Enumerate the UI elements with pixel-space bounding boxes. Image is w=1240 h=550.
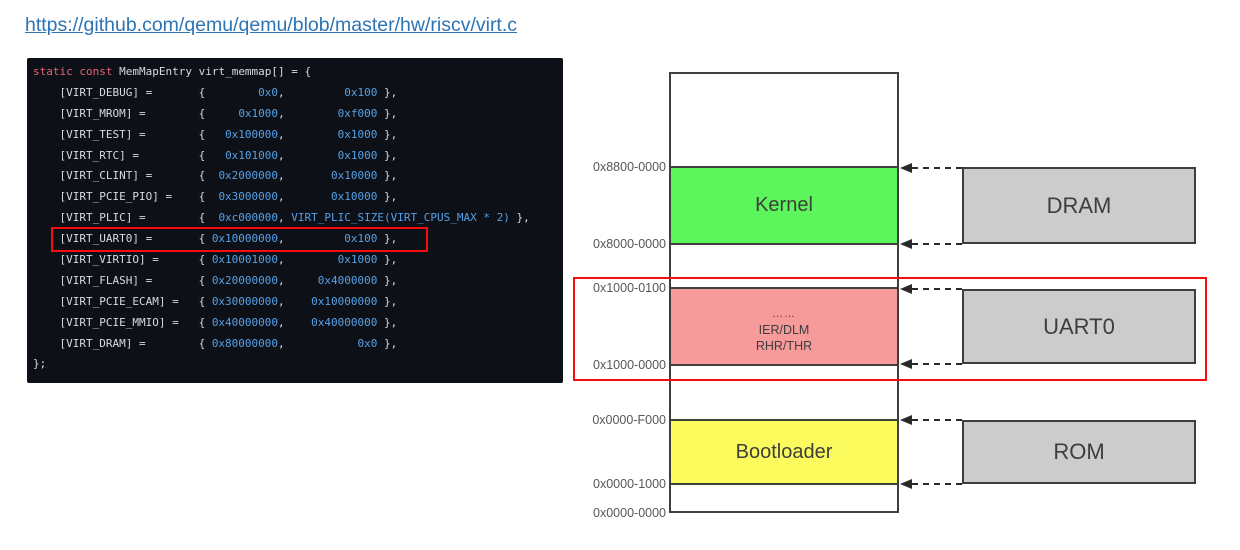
- bootloader-region-label: Bootloader: [735, 440, 833, 463]
- dashed-line: [912, 419, 962, 421]
- uart-register-region: …… IER/DLM RHR/THR: [669, 287, 899, 366]
- code-line: static const MemMapEntry virt_memmap[] =…: [33, 65, 312, 78]
- arrowhead-left-icon: [900, 479, 912, 489]
- code-line: [VIRT_PCIE_MMIO] = { 0x40000000, 0x40000…: [33, 315, 398, 329]
- arrowhead-left-icon: [900, 415, 912, 425]
- code-line: [VIRT_RTC] = { 0x101000, 0x1000 },: [33, 148, 398, 162]
- uart0-diagram-highlight-box: [573, 277, 1207, 381]
- rom-box: ROM: [962, 420, 1196, 484]
- arrowhead-left-icon: [900, 163, 912, 173]
- code-line: [VIRT_CLINT] = { 0x2000000, 0x10000 },: [33, 169, 398, 183]
- code-line: [VIRT_MROM] = { 0x1000, 0xf000 },: [33, 106, 398, 120]
- code-line: [VIRT_DEBUG] = { 0x0, 0x100 },: [33, 85, 398, 99]
- code-snippet-block: static const MemMapEntry virt_memmap[] =…: [27, 58, 563, 383]
- address-label: 0x0000-F000: [592, 413, 666, 427]
- address-label: 0x8800-0000: [593, 160, 666, 174]
- dashed-line: [912, 167, 962, 169]
- dashed-line: [912, 483, 962, 485]
- dashed-arrow: [900, 414, 962, 426]
- dashed-line: [912, 288, 962, 290]
- code-line: [VIRT_UART0] = { 0x10000000, 0x100 },: [33, 232, 398, 246]
- arrowhead-left-icon: [900, 359, 912, 369]
- address-label: 0x1000-0000: [593, 358, 666, 372]
- uart0-code-highlight-box: [51, 227, 428, 252]
- address-label: 0x1000-0100: [593, 281, 666, 295]
- code-line: [VIRT_PLIC] = { 0xc000000, VIRT_PLIC_SIZ…: [33, 211, 530, 225]
- arrowhead-left-icon: [900, 284, 912, 294]
- dashed-arrow: [900, 162, 962, 174]
- address-label: 0x8000-0000: [593, 237, 666, 251]
- uart-rhr-thr-text: RHR/THR: [755, 339, 813, 353]
- dashed-arrow: [900, 238, 962, 250]
- uart0-box: UART0: [962, 289, 1196, 364]
- memory-column-outline: [669, 72, 899, 513]
- address-label: 0x0000-0000: [593, 506, 666, 520]
- code-line: [VIRT_VIRTIO] = { 0x10001000, 0x1000 },: [33, 253, 398, 267]
- dashed-line: [912, 243, 962, 245]
- dashed-arrow: [900, 358, 962, 370]
- dashed-line: [912, 363, 962, 365]
- address-label: 0x0000-1000: [593, 477, 666, 491]
- code-line: [VIRT_TEST] = { 0x100000, 0x1000 },: [33, 127, 398, 141]
- arrowhead-left-icon: [900, 239, 912, 249]
- code-line: [VIRT_PCIE_ECAM] = { 0x30000000, 0x10000…: [33, 294, 398, 308]
- kernel-region: Kernel: [669, 166, 899, 245]
- dashed-arrow: [900, 283, 962, 295]
- code-line: };: [33, 357, 47, 371]
- uart-ier-dlm-text: IER/DLM: [758, 323, 810, 337]
- code-line: [VIRT_PCIE_PIO] = { 0x3000000, 0x10000 }…: [33, 190, 398, 204]
- code-line: [VIRT_FLASH] = { 0x20000000, 0x4000000 }…: [33, 273, 398, 287]
- uart-ellipsis-text: ……: [772, 308, 796, 320]
- uart-register-text: …… IER/DLM RHR/THR: [669, 306, 899, 354]
- source-url-link[interactable]: https://github.com/qemu/qemu/blob/master…: [25, 14, 518, 36]
- code-line: [VIRT_DRAM] = { 0x80000000, 0x0 },: [33, 336, 398, 350]
- bootloader-region: Bootloader: [669, 419, 899, 485]
- dashed-arrow: [900, 478, 962, 490]
- dram-box: DRAM: [962, 167, 1196, 244]
- kernel-region-label: Kernel: [755, 194, 813, 216]
